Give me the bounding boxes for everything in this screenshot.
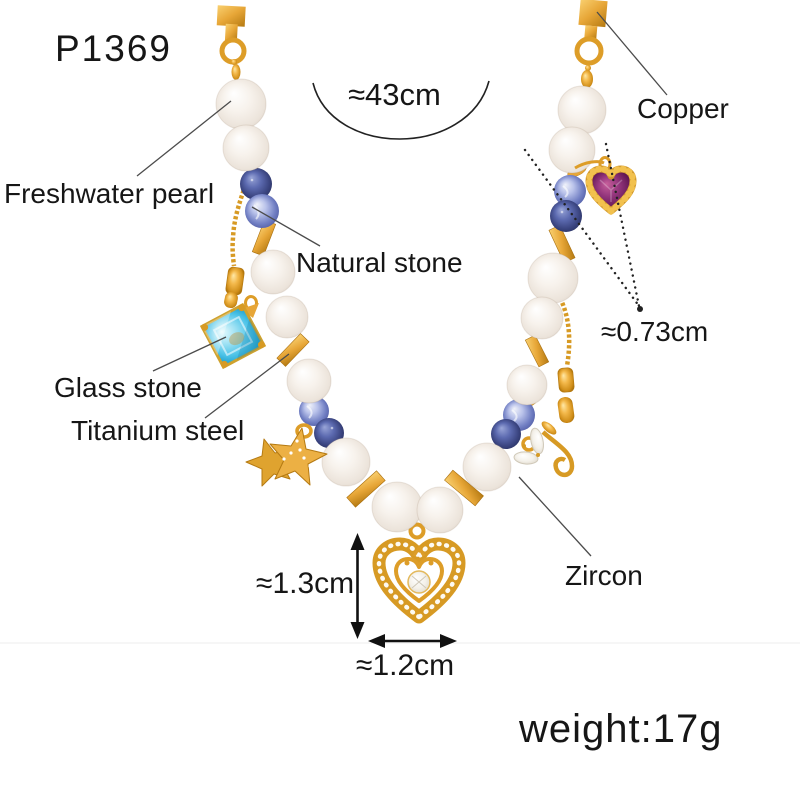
pendant-height-label: ≈1.3cm bbox=[256, 567, 355, 600]
chain-length-label: ≈43cm bbox=[348, 77, 441, 112]
left-chain-tassel bbox=[224, 169, 254, 309]
natural-stone-beads bbox=[240, 168, 586, 449]
dotted-line-end-dot bbox=[637, 306, 643, 312]
right-clasp bbox=[574, 0, 608, 88]
glass-stone-charm bbox=[199, 295, 267, 370]
copper-pointer bbox=[596, 11, 668, 96]
natural-stone-label: Natural stone bbox=[296, 247, 463, 278]
copper-label: Copper bbox=[637, 93, 729, 124]
weight-label: weight:17g bbox=[519, 707, 723, 751]
pendant-bail-ring bbox=[408, 522, 426, 540]
pendant-height-arrow bbox=[350, 533, 365, 639]
titanium-steel-bars bbox=[251, 219, 576, 508]
titanium-steel-label: Titanium steel bbox=[71, 415, 245, 446]
glass-stone-label: Glass stone bbox=[54, 372, 202, 403]
freshwater-pearl-pointer bbox=[136, 100, 232, 177]
product-code-label: P1369 bbox=[55, 28, 172, 69]
titanium-steel-pointer bbox=[204, 353, 290, 419]
left-clasp bbox=[216, 5, 247, 80]
pendant-width-arrow bbox=[368, 634, 457, 648]
natural-stone-pointer bbox=[251, 206, 321, 247]
pointer-lines bbox=[136, 11, 668, 557]
freshwater-pearls bbox=[215, 78, 607, 534]
charm-size-label: ≈0.73cm bbox=[601, 316, 709, 347]
zircon-charm bbox=[513, 421, 575, 478]
heart-pendant bbox=[372, 537, 466, 624]
chain-length-arc bbox=[312, 80, 490, 140]
freshwater-pearl-label: Freshwater pearl bbox=[4, 178, 215, 209]
pendant-width-label: ≈1.2cm bbox=[356, 649, 455, 682]
starfish-charm bbox=[245, 423, 328, 487]
zircon-label: Zircon bbox=[565, 560, 643, 591]
purple-heart-charm bbox=[574, 156, 637, 216]
zircon-pointer bbox=[518, 476, 592, 557]
right-chain-tassel bbox=[557, 296, 575, 424]
glass-stone-pointer bbox=[152, 336, 227, 372]
charm-size-dotted-lines bbox=[523, 142, 641, 308]
